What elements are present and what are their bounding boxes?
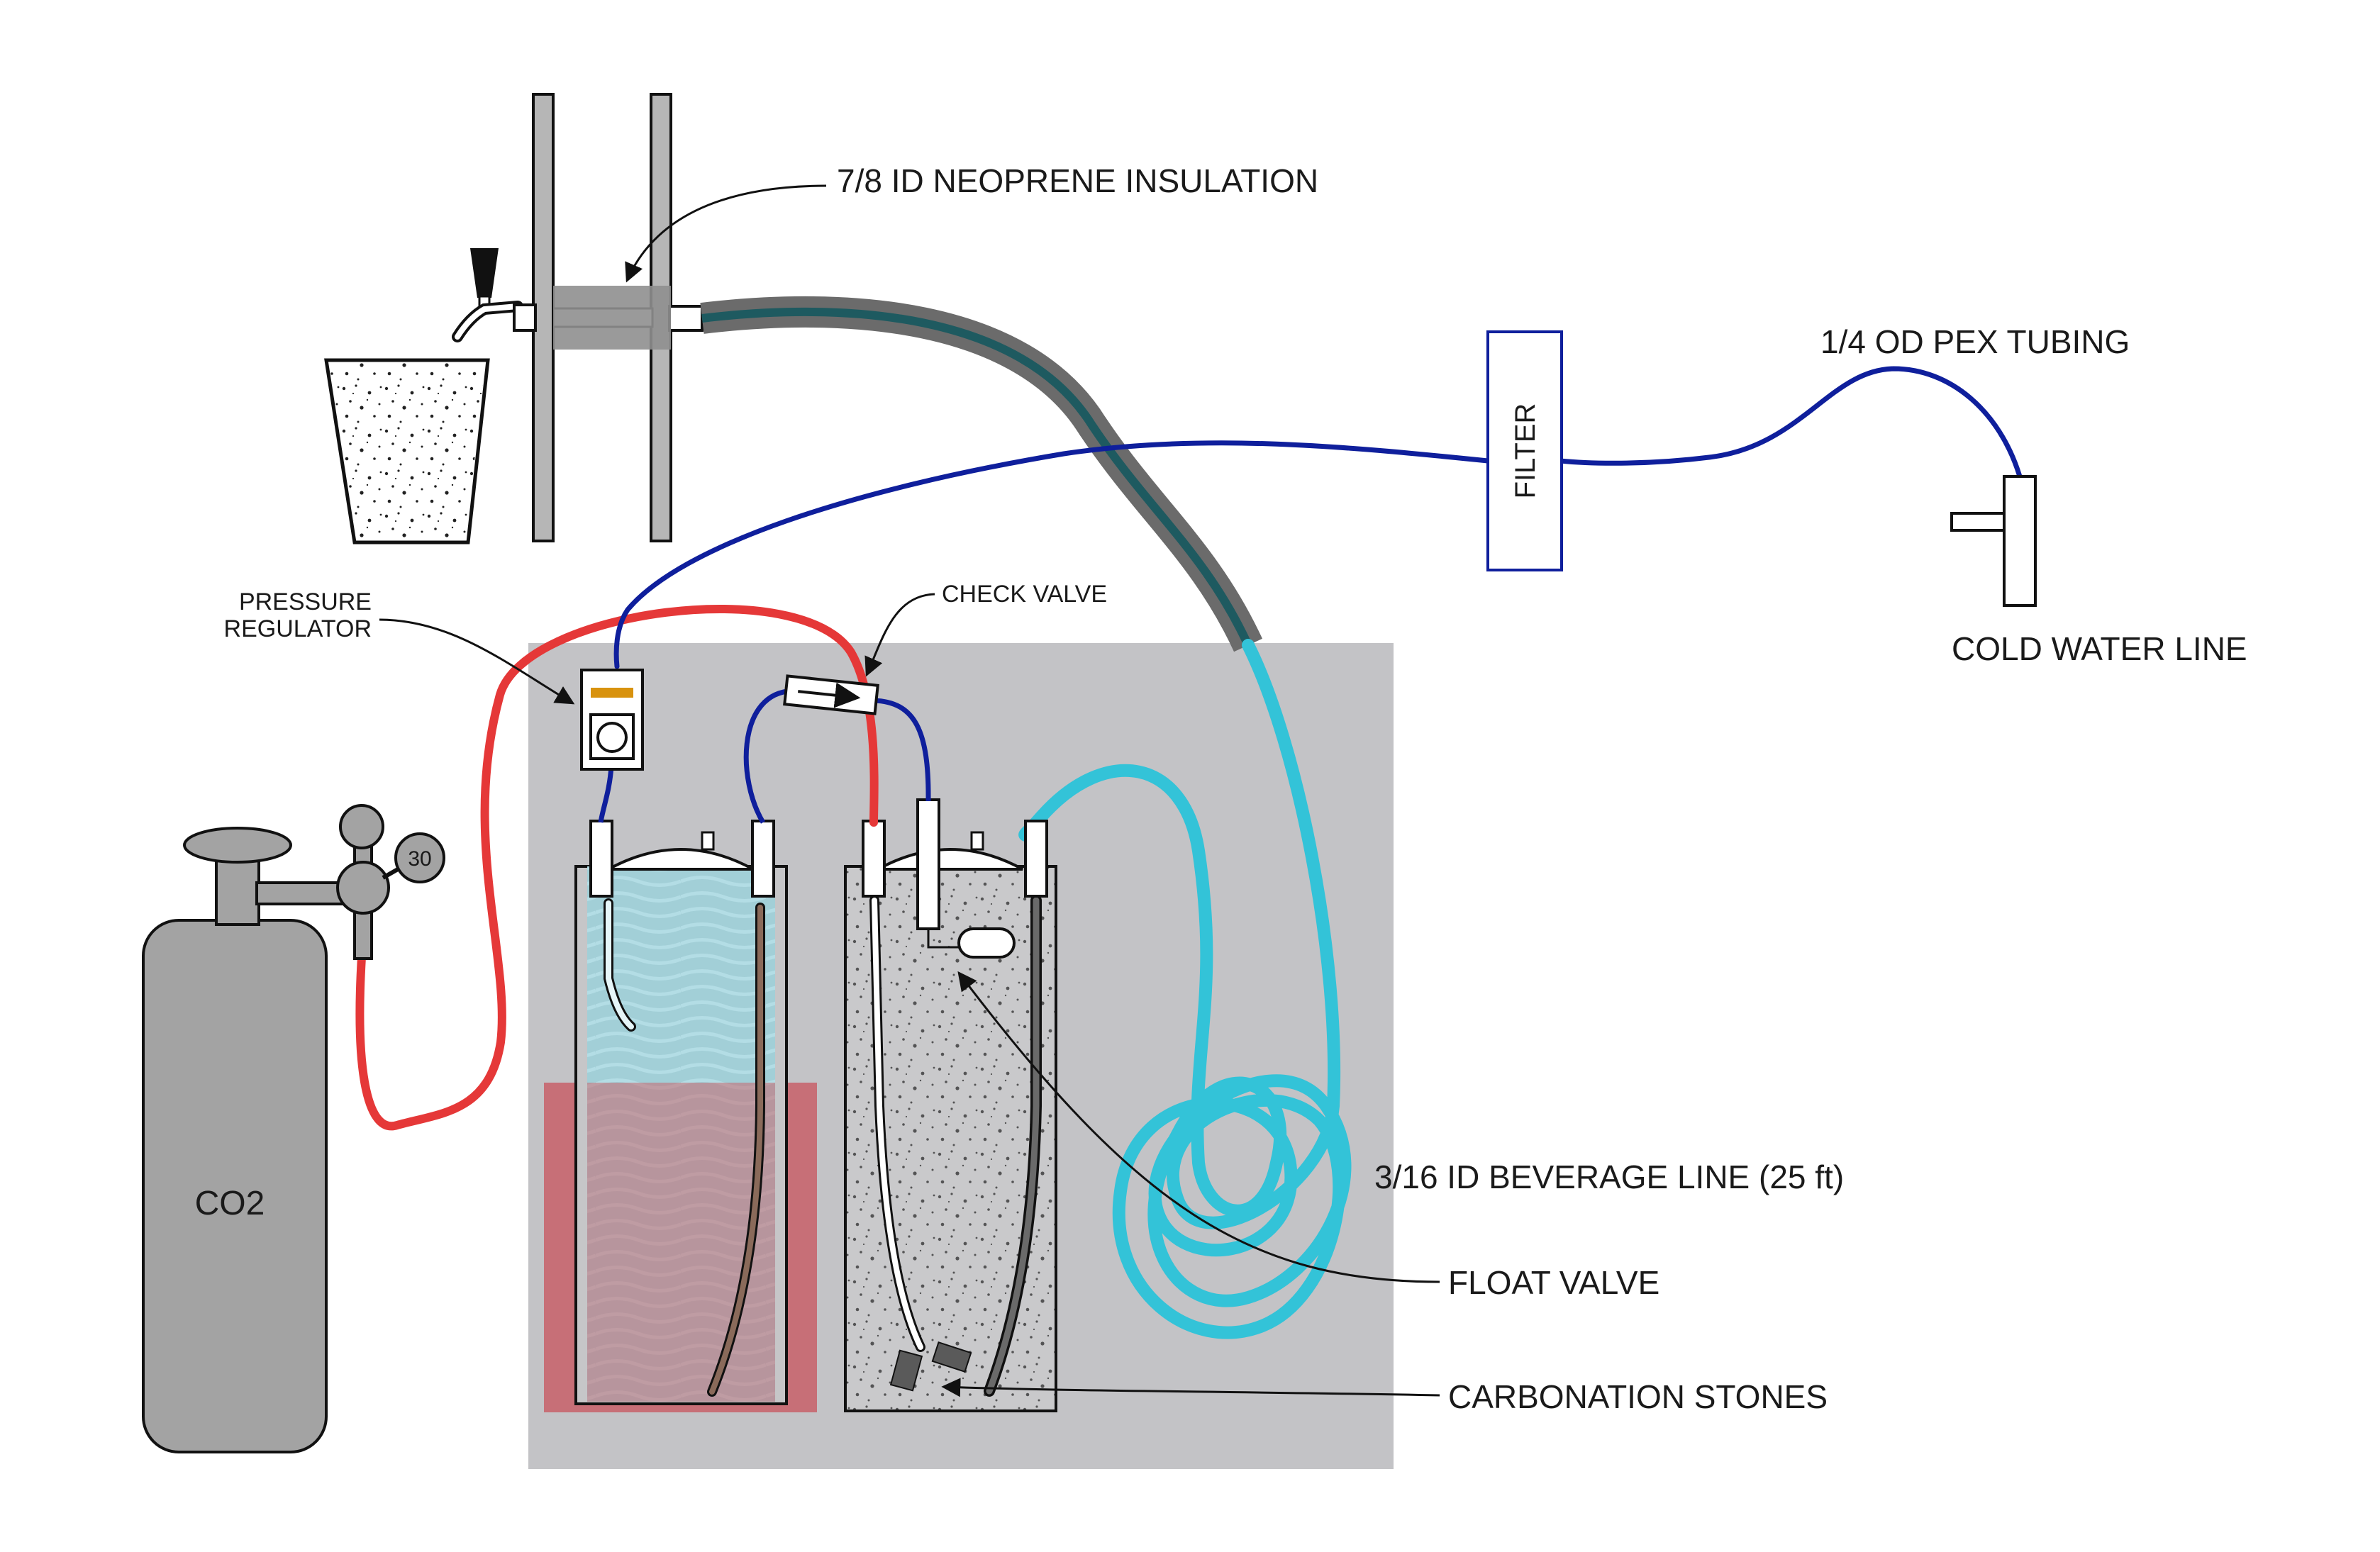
cold-water-label: COLD WATER LINE	[1952, 630, 2247, 667]
float-valve-leader	[957, 971, 1440, 1283]
pressure-gauge-icon	[394, 832, 445, 883]
water-tank	[574, 820, 788, 1405]
float-ball	[957, 927, 1016, 959]
pex-tubing-label: 1/4 OD PEX TUBING	[1820, 323, 2130, 360]
beverage-line-label: 3/16 ID BEVERAGE LINE (25 ft)	[1374, 1159, 1844, 1195]
carbonation-tank	[844, 798, 1057, 1412]
beverage-line	[1018, 639, 1352, 1339]
regulator-indicator	[591, 688, 633, 698]
insulated-line-core	[701, 307, 1252, 647]
check-valve-leader	[864, 593, 935, 677]
pressure-regulator	[580, 669, 644, 771]
float-valve-label: FLOAT VALVE	[1448, 1264, 1659, 1301]
carbonation-stones-label: CARBONATION STONES	[1448, 1378, 1828, 1415]
filter: FILTER	[1486, 330, 1563, 571]
carbonation-stone	[931, 1341, 972, 1373]
cup-beverage	[329, 363, 485, 540]
insulation-label: 7/8 ID NEOPRENE INSULATION	[837, 162, 1318, 199]
co2-label: CO2	[195, 1185, 265, 1222]
co2-line	[355, 604, 879, 1131]
regulator-to-tank-line	[598, 765, 614, 823]
insulation-leader	[625, 184, 827, 283]
gauge-value: 30	[408, 847, 431, 871]
carbonation-stone	[889, 1349, 923, 1392]
pex-water-line	[1557, 366, 2023, 479]
filter-label: FILTER	[1510, 403, 1541, 499]
supply-water-line	[613, 440, 1491, 669]
check-valve-to-tank-line	[873, 698, 931, 802]
cold-water-valve	[1950, 475, 2037, 607]
tap-handle-icon	[470, 248, 499, 298]
insulation-sleeve	[553, 286, 671, 350]
co2-cylinder: 30 CO2	[142, 804, 445, 1453]
regulator-leader	[379, 618, 575, 705]
check-valve-label: CHECK VALVE	[942, 581, 1107, 608]
tank-to-check-valve-line	[743, 688, 788, 824]
pressure-regulator-label-line2: REGULATOR	[224, 615, 372, 642]
carbonation-stones-leader	[941, 1378, 1440, 1397]
pressure-regulator-label-line1: PRESSURE	[239, 588, 372, 615]
check-valve	[783, 674, 879, 715]
